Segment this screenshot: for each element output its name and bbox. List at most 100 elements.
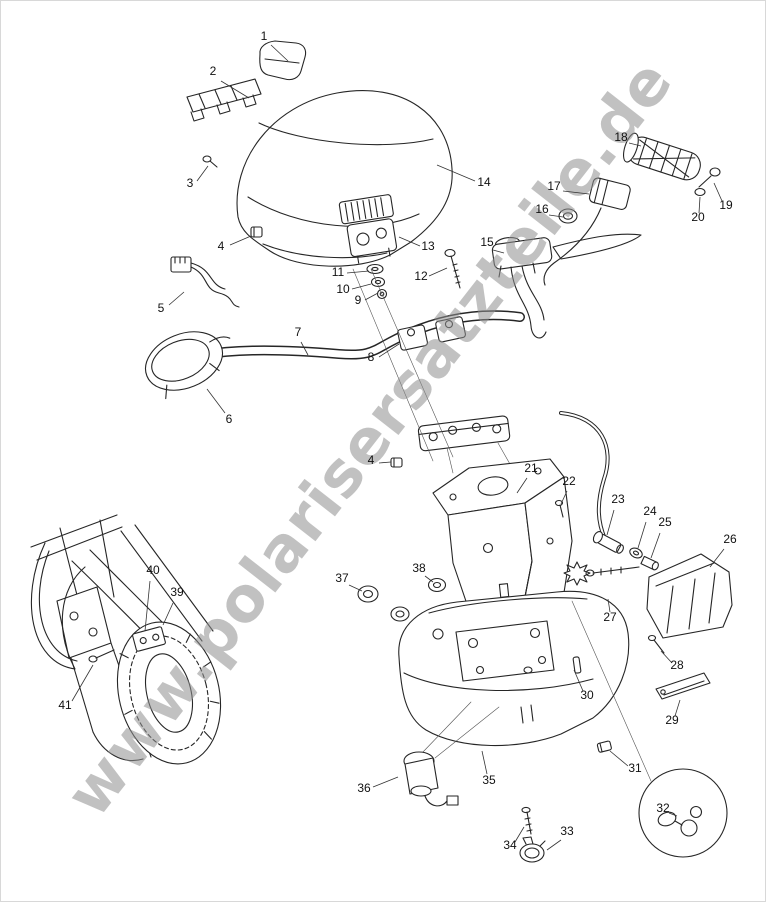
leader-line-32 <box>668 812 678 817</box>
star-washer-art <box>563 561 591 586</box>
clamp-33-art <box>519 836 546 863</box>
part-number-14: 14 <box>477 175 491 189</box>
leader-line-36 <box>372 776 399 788</box>
lower-pod-art <box>357 577 630 747</box>
frame-assembly-art <box>30 514 222 765</box>
part-number-30: 30 <box>580 688 594 702</box>
leader-line-24 <box>637 521 647 549</box>
leader-line-16 <box>548 214 564 218</box>
leader-line-19 <box>713 182 723 202</box>
part-number-4: 4 <box>218 239 225 253</box>
part-number-5: 5 <box>158 301 165 315</box>
leader-line-13 <box>398 236 421 247</box>
leader-line-7 <box>300 341 309 356</box>
part-number-25: 25 <box>658 515 672 529</box>
part-number-16: 16 <box>535 202 549 216</box>
leader-line-31 <box>609 750 629 767</box>
clip-4-art <box>250 226 263 238</box>
part-number-36: 36 <box>357 781 371 795</box>
headlight-pod-cover-art <box>236 90 453 267</box>
leader-line-12 <box>428 267 448 277</box>
screw-34-art <box>521 806 533 835</box>
part-number-34: 34 <box>503 838 517 852</box>
bar-clamp-art <box>397 316 466 351</box>
taillight-art <box>646 553 733 639</box>
grip-art <box>623 132 721 197</box>
reflector-strip-art <box>655 672 711 700</box>
part-number-7: 7 <box>295 325 302 339</box>
indicator-cover-art <box>259 40 307 81</box>
part-number-37: 37 <box>335 571 349 585</box>
bolt-27-art <box>585 566 640 577</box>
part-number-21: 21 <box>524 461 538 475</box>
mount-strip-art <box>186 78 262 122</box>
part-number-27: 27 <box>603 610 617 624</box>
speedometer-art <box>145 331 231 400</box>
leader-line-25 <box>650 532 661 559</box>
leader-line-17 <box>562 190 590 195</box>
part-number-11: 11 <box>332 265 345 279</box>
leader-line-6 <box>206 388 226 414</box>
leader-line-22 <box>560 490 568 505</box>
part-number-19: 19 <box>719 198 733 212</box>
part-number-4: 4 <box>368 453 375 467</box>
leader-line-35 <box>481 750 488 775</box>
leader-line-33 <box>546 839 562 851</box>
brake-control-art <box>491 177 642 339</box>
leader-line-27 <box>607 598 611 613</box>
part-number-33: 33 <box>560 824 574 838</box>
part-number-24: 24 <box>643 504 657 518</box>
part-number-23: 23 <box>611 492 625 506</box>
leader-line-8 <box>378 343 400 358</box>
leader-line-11 <box>346 270 370 274</box>
part-number-39: 39 <box>170 585 184 599</box>
detail-circle-art <box>571 600 728 858</box>
part-number-1: 1 <box>261 29 268 43</box>
bucket-bracket-art <box>132 626 166 652</box>
choke-cable-art <box>559 411 624 554</box>
part-number-41: 41 <box>58 698 72 712</box>
screw-3-art <box>202 155 218 168</box>
leader-line-40 <box>144 580 151 632</box>
leader-line-18 <box>628 142 642 147</box>
part-number-9: 9 <box>355 293 362 307</box>
part-number-12: 12 <box>414 269 428 283</box>
leader-line-20 <box>698 196 701 214</box>
leader-line-14 <box>436 164 476 182</box>
part-number-31: 31 <box>628 761 642 775</box>
washer-20-art <box>694 187 706 197</box>
leader-line-5 <box>168 291 185 306</box>
fasteners-art <box>366 248 461 300</box>
clip-31-art <box>596 740 612 753</box>
part-number-15: 15 <box>480 235 494 249</box>
part-number-38: 38 <box>412 561 426 575</box>
part-number-18: 18 <box>614 130 628 144</box>
leader-line-9 <box>364 292 379 301</box>
part-number-40: 40 <box>146 563 160 577</box>
leader-line-3 <box>196 165 209 182</box>
leader-line-10 <box>351 283 372 290</box>
part-number-2: 2 <box>210 64 217 78</box>
leader-line-29 <box>674 699 681 717</box>
leader-line-1 <box>270 44 289 62</box>
part-number-29: 29 <box>665 713 679 727</box>
leader-line-38 <box>424 575 434 583</box>
instrument-cluster-art <box>338 194 398 264</box>
leader-line-28 <box>660 650 673 664</box>
leader-line-37 <box>348 584 363 592</box>
nut-24-art <box>629 547 643 559</box>
leader-line-39 <box>162 602 174 626</box>
leader-line-15 <box>492 249 505 254</box>
screw-28-art <box>647 634 665 654</box>
diagram-line-art <box>30 40 733 863</box>
part-number-17: 17 <box>547 179 561 193</box>
screw-22-art <box>554 499 564 518</box>
part-number-32: 32 <box>656 801 670 815</box>
ignition-switch-art <box>403 701 500 807</box>
leader-line-4 <box>378 461 392 464</box>
part-number-8: 8 <box>368 350 375 364</box>
part-number-3: 3 <box>187 176 194 190</box>
screw-19-art <box>698 167 721 188</box>
